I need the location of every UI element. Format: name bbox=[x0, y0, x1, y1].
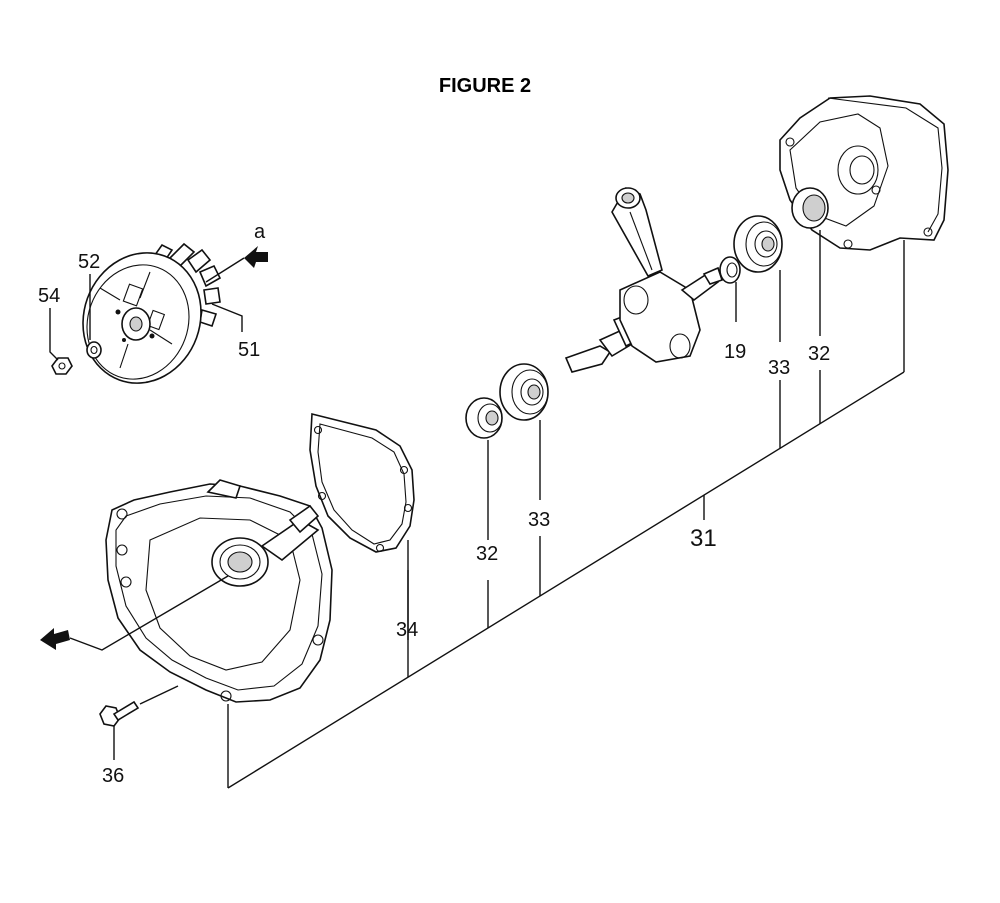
callout-32-left: 32 bbox=[476, 543, 498, 565]
callout-51: 51 bbox=[238, 339, 260, 361]
arrow-label-a: a bbox=[254, 221, 266, 243]
ball-bearing-icon bbox=[499, 363, 549, 421]
callout-33-right: 33 bbox=[768, 357, 790, 379]
shim-washer-icon bbox=[719, 256, 741, 284]
callout-32-right: 32 bbox=[808, 343, 830, 365]
figure-title: FIGURE 2 bbox=[439, 75, 531, 97]
gasket-icon bbox=[309, 412, 415, 553]
bolt-icon bbox=[99, 685, 179, 727]
crankcase-right-half-icon bbox=[779, 95, 949, 251]
flywheel-icon bbox=[82, 242, 222, 384]
washer-icon bbox=[86, 341, 102, 359]
callout-54: 54 bbox=[38, 285, 60, 307]
leader-lines-flywheel bbox=[49, 274, 243, 361]
callout-33-left: 33 bbox=[528, 509, 550, 531]
crankshaft-icon bbox=[564, 186, 724, 373]
callout-34: 34 bbox=[396, 619, 418, 641]
callout-31: 31 bbox=[690, 525, 717, 552]
crankcase-left-half-icon bbox=[105, 479, 333, 703]
callout-36: 36 bbox=[102, 765, 124, 787]
oil-seal-icon bbox=[465, 397, 503, 439]
direction-arrow-out-icon bbox=[40, 575, 229, 651]
callout-52: 52 bbox=[78, 251, 100, 273]
ball-bearing-right-icon bbox=[733, 215, 783, 273]
assembly-bracket-31 bbox=[227, 230, 905, 789]
direction-arrow-a-icon bbox=[205, 246, 268, 283]
callout-19: 19 bbox=[724, 341, 746, 363]
nut-icon bbox=[51, 357, 73, 375]
